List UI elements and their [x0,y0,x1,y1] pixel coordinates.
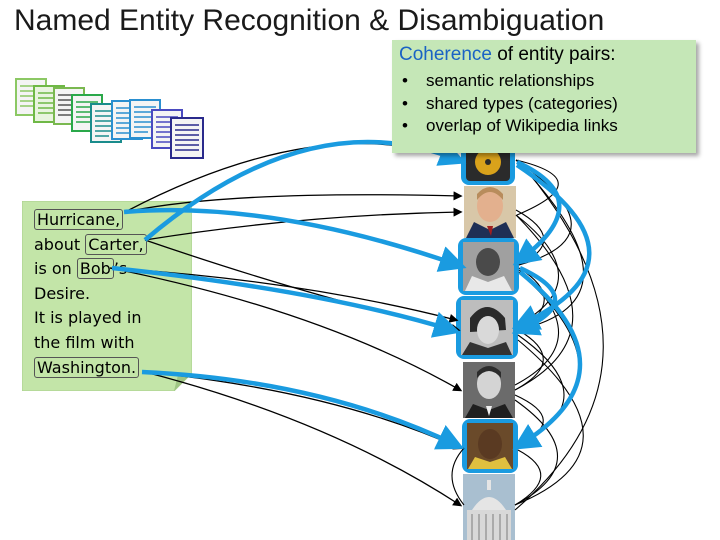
entity-photo-robert-kennedy[interactable] [463,362,515,418]
mention-hurricane[interactable]: Hurricane, [34,209,124,230]
entity-photo-jimmy-carter[interactable] [464,186,516,238]
entity-photo-bob-dylan[interactable] [456,296,518,359]
coherence-arc [515,159,559,216]
coherence-keyword: Coherence [399,44,492,65]
coherence-arcs [451,159,604,511]
coherence-arc [514,329,544,391]
note-line-4: Desire. [34,283,91,303]
mention-arrow [124,191,463,213]
coherence-arc [514,339,584,506]
mention-washington[interactable]: Washington. [34,356,140,378]
coherence-link-hurricane-denzel [512,270,583,450]
coherence-arc [514,449,542,506]
mention-arrow [144,371,463,450]
coherence-link-hurricane-bob [511,265,558,336]
note-line-7: Washington. [34,356,147,381]
coherence-criterion: •semantic relationships [402,71,595,90]
mention-bob[interactable]: Bob [76,258,114,280]
mention-arrow [144,371,463,507]
coherence-arc [451,447,465,506]
slide-title: Named Entity Recognition & Disambiguatio… [14,4,605,37]
chosen-links [111,139,592,450]
mention-candidate-arrows [109,142,463,507]
coherence-info-box: Coherence of entity pairs: •semantic rel… [392,40,696,153]
note-line-2: about Carter, [34,233,147,258]
note-line-6: the film with [34,332,135,352]
entity-photo-hurricane-carter[interactable] [458,238,519,295]
entity-photo-washington-dc[interactable] [463,474,515,540]
chosen-link-washington [141,369,465,450]
note-text: Hurricane, about Carter, is on Bob’s Des… [34,208,147,380]
coherence-heading-rest: of entity pairs: [491,44,616,65]
coherence-heading: Coherence of entity pairs: [399,44,616,66]
coherence-link-album-hurricane [512,159,562,266]
chosen-link-carter [143,139,467,242]
entity-photo-denzel-washington[interactable] [462,419,518,473]
mention-arrow [109,267,463,392]
chosen-link-bob [111,265,461,338]
chosen-link-hurricane [123,207,467,272]
note-line-1: Hurricane, [34,208,147,233]
mention-carter[interactable]: Carter, [85,233,147,255]
coherence-criterion: •shared types (categories) [402,93,618,113]
coherence-criteria-list: •semantic relationships •shared types (c… [398,70,618,138]
document-icon [170,117,204,159]
note-line-5: It is played in [34,308,142,328]
mention-arrow [144,207,463,241]
coherence-criterion: •overlap of Wikipedia links [402,116,618,135]
